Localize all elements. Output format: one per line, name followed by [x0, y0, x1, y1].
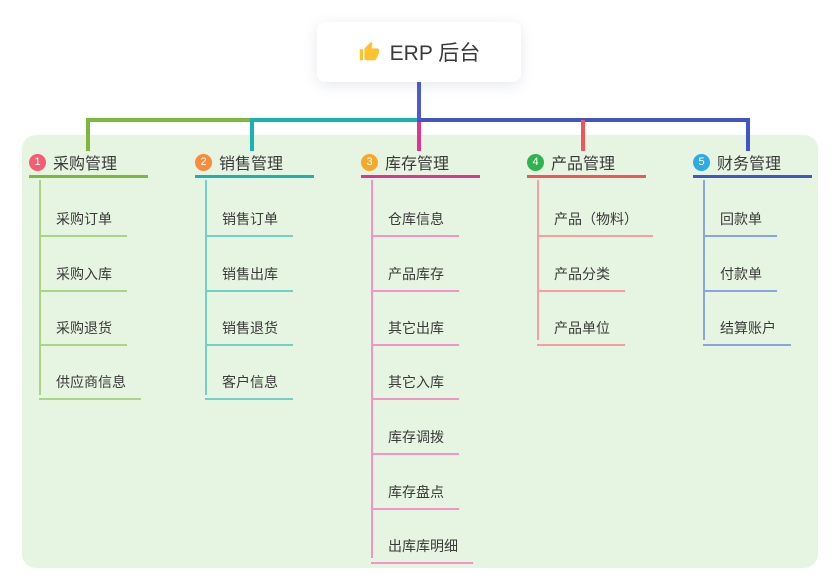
node-other-outbound[interactable]: 其它出库 — [371, 304, 459, 346]
branches-panel — [22, 135, 818, 568]
node-sales-order[interactable]: 销售订单 — [205, 195, 293, 237]
node-product-unit[interactable]: 产品单位 — [537, 304, 625, 346]
node-supplier-info[interactable]: 供应商信息 — [39, 358, 141, 400]
branch-number-badge: 3 — [361, 153, 378, 171]
branch-trunk-line — [39, 180, 41, 395]
thumbs-up-icon — [358, 41, 380, 63]
root-node[interactable]: ERP 后台 — [317, 22, 521, 82]
node-warehouse-info[interactable]: 仓库信息 — [371, 195, 459, 237]
node-payment-bill[interactable]: 付款单 — [703, 250, 777, 292]
branch-product-header[interactable]: 4 产品管理 — [527, 149, 646, 178]
node-purchase-order[interactable]: 采购订单 — [39, 195, 127, 237]
branch-label: 财务管理 — [717, 156, 782, 173]
branch-purchase-header[interactable]: 1 采购管理 — [29, 149, 148, 178]
branch-number-badge: 5 — [693, 153, 710, 171]
node-product-material[interactable]: 产品（物料） — [537, 195, 653, 237]
branch-trunk-line — [537, 180, 539, 340]
branch-trunk-line — [205, 180, 207, 395]
node-purchase-inbound[interactable]: 采购入库 — [39, 250, 127, 292]
branch-number-badge: 4 — [527, 153, 544, 171]
branch-number-badge: 2 — [195, 153, 212, 171]
node-purchase-return[interactable]: 采购退货 — [39, 304, 127, 346]
node-other-inbound[interactable]: 其它入库 — [371, 358, 459, 400]
node-receipt-bill[interactable]: 回款单 — [703, 195, 777, 237]
node-stock-count[interactable]: 库存盘点 — [371, 468, 459, 510]
node-stock-transfer[interactable]: 库存调拨 — [371, 413, 459, 455]
branch-label: 采购管理 — [53, 156, 118, 173]
branch-trunk-line — [703, 180, 705, 340]
branch-finance-header[interactable]: 5 财务管理 — [693, 149, 812, 178]
branch-trunk-line — [371, 180, 373, 558]
branch-inventory-header[interactable]: 3 库存管理 — [361, 149, 480, 178]
branch-label: 库存管理 — [385, 156, 450, 173]
node-sales-return[interactable]: 销售退货 — [205, 304, 293, 346]
branch-label: 销售管理 — [219, 156, 284, 173]
node-product-category[interactable]: 产品分类 — [537, 250, 625, 292]
node-sales-outbound[interactable]: 销售出库 — [205, 250, 293, 292]
node-customer-info[interactable]: 客户信息 — [205, 358, 293, 400]
node-settlement-account[interactable]: 结算账户 — [703, 304, 791, 346]
root-label: ERP 后台 — [389, 42, 481, 65]
branch-label: 产品管理 — [551, 156, 616, 173]
branch-number-badge: 1 — [29, 153, 46, 171]
node-product-stock[interactable]: 产品库存 — [371, 250, 459, 292]
node-outbound-detail[interactable]: 出库库明细 — [371, 522, 473, 564]
branch-sales-header[interactable]: 2 销售管理 — [195, 149, 314, 178]
